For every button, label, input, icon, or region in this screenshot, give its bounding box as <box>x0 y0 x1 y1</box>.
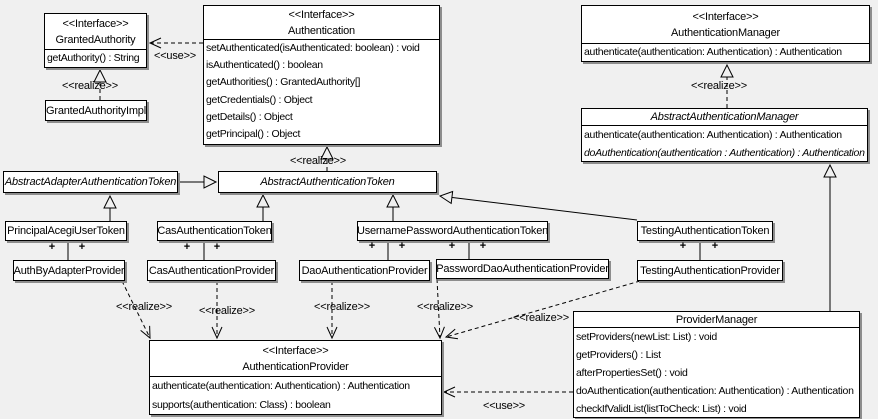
operations: authenticate(authentication: Authenticat… <box>582 44 869 61</box>
use-label: <<use>> <box>153 50 197 62</box>
operation: doAuthentication(authentication : Authen… <box>584 147 865 159</box>
class-name: GrantedAuthorityImpl <box>46 104 146 117</box>
class-dao-authentication-provider: DaoAuthenticationProvider <box>299 260 430 281</box>
operation: authenticate(authentication: Authenticat… <box>152 380 410 392</box>
operation: getCredentials() : Object <box>206 93 313 106</box>
class-name: Authentication <box>288 24 355 37</box>
operation: getProviders() : List <box>576 349 661 361</box>
class-testing-authentication-provider: TestingAuthenticationProvider <box>637 260 783 281</box>
operation: supports(authentication: Class) : boolea… <box>152 398 331 411</box>
class-name: AuthenticationProvider <box>242 360 349 373</box>
class-header: ProviderManager <box>574 312 859 328</box>
operation: afterPropertiesSet() : void <box>576 367 688 379</box>
plus-label: + <box>78 241 86 253</box>
class-abstract-authentication-token: AbstractAuthenticationToken <box>218 171 437 193</box>
plus-label: + <box>448 240 456 252</box>
class-header: AbstractAuthenticationManager <box>582 109 867 126</box>
realize-label: <<realize>> <box>199 305 255 317</box>
realize-label: <<realize>> <box>417 301 473 313</box>
class-name: PrincipalAcegiUserToken <box>7 225 125 237</box>
operation: checkIfValidList(listToCheck: List) : vo… <box>576 403 747 415</box>
operations: getAuthority() : String <box>45 50 146 67</box>
class-name: AbstractAdapterAuthenticationToken <box>4 176 177 188</box>
stereotype: <<Interface>> <box>288 8 355 21</box>
operation: setProviders(newList: List) : void <box>576 331 717 343</box>
class-username-password-authentication-token: UsernamePasswordAuthenticationToken <box>357 221 548 241</box>
operation: getAuthority() : String <box>47 52 140 64</box>
generalization-testing-token-to-abstract-token <box>438 190 638 221</box>
class-cas-authentication-token: CasAuthenticationToken <box>157 221 272 241</box>
plus-label: + <box>213 241 221 253</box>
stereotype: <<Interface>> <box>62 17 129 30</box>
class-name: GrantedAuthority <box>55 33 136 46</box>
plus-label: + <box>711 240 719 252</box>
operation: setAuthenticated(isAuthenticated: boolea… <box>206 42 420 54</box>
class-auth-by-adapter-provider: AuthByAdapterProvider <box>13 260 125 281</box>
realize-label: <<realize>> <box>314 301 370 313</box>
class-name: TestingAuthenticationProvider <box>640 264 780 277</box>
class-name: TestingAuthenticationToken <box>640 225 770 237</box>
class-name: DaoAuthenticationProvider <box>301 264 428 277</box>
plus-label: + <box>368 240 376 252</box>
use-label: <<use>> <box>482 400 526 412</box>
class-granted-authority-impl: GrantedAuthorityImpl <box>45 100 147 121</box>
plus-label: + <box>48 241 56 253</box>
class-abstract-adapter-authentication-token: AbstractAdapterAuthenticationToken <box>3 171 178 193</box>
operation: authenticate(authentication: Authenticat… <box>584 129 842 141</box>
operation: getDetails() : Object <box>206 110 293 123</box>
class-header: <<Interface>> AuthenticationProvider <box>150 341 441 377</box>
class-abstract-authentication-manager: AbstractAuthenticationManager authentica… <box>581 108 868 162</box>
operation: getPrincipal() : Object <box>206 127 301 140</box>
plus-label: + <box>479 240 487 252</box>
plus-label: + <box>398 240 406 252</box>
plus-label: + <box>183 241 191 253</box>
class-provider-manager: ProviderManager setProviders(newList: Li… <box>573 311 860 418</box>
operations: authenticate(authentication: Authenticat… <box>582 126 867 162</box>
stereotype: <<Interface>> <box>262 344 329 357</box>
realize-label: <<realize>> <box>691 80 747 92</box>
realize-label: <<realize>> <box>513 312 569 324</box>
stereotype: <<Interface>> <box>692 10 759 23</box>
class-name: PasswordDaoAuthenticationProvider <box>436 263 609 275</box>
operation: getAuthorities() : GrantedAuthority[] <box>206 76 361 89</box>
class-authentication: <<Interface>> Authentication setAuthenti… <box>203 5 440 145</box>
class-name: AuthenticationManager <box>671 26 780 39</box>
class-authentication-provider: <<Interface>> AuthenticationProvider aut… <box>149 340 442 415</box>
class-name: AbstractAuthenticationManager <box>650 111 799 123</box>
class-header: <<Interface>> Authentication <box>204 6 439 40</box>
operations: authenticate(authentication: Authenticat… <box>150 377 441 414</box>
class-name: AuthByAdapterProvider <box>13 264 125 277</box>
operations: setProviders(newList: List) : void getPr… <box>574 328 859 418</box>
class-header: <<Interface>> AuthenticationManager <box>582 6 869 44</box>
class-name: CasAuthenticationProvider <box>148 264 275 277</box>
realize-label: <<realize>> <box>116 301 172 313</box>
class-name: AbstractAuthenticationToken <box>260 176 395 188</box>
operation: isAuthenticated() : boolean <box>206 59 323 72</box>
class-header: <<Interface>> GrantedAuthority <box>45 14 146 50</box>
class-authentication-manager: <<Interface>> AuthenticationManager auth… <box>581 5 870 62</box>
realize-label: <<realize>> <box>62 80 118 92</box>
operation: doAuthentication(authentication: Authent… <box>576 385 854 397</box>
class-name: UsernamePasswordAuthenticationToken <box>356 225 549 237</box>
operations: setAuthenticated(isAuthenticated: boolea… <box>204 40 439 143</box>
class-cas-authentication-provider: CasAuthenticationProvider <box>147 260 276 281</box>
class-password-dao-authentication-provider: PasswordDaoAuthenticationProvider <box>436 259 609 279</box>
class-principal-acegi-user-token: PrincipalAcegiUserToken <box>5 221 127 241</box>
realize-label: <<realize>> <box>290 155 346 167</box>
class-name: CasAuthenticationToken <box>157 225 272 237</box>
class-granted-authority: <<Interface>> GrantedAuthority getAuthor… <box>44 13 147 68</box>
operation: authenticate(authentication: Authenticat… <box>584 46 842 58</box>
class-testing-authentication-token: TestingAuthenticationToken <box>637 221 773 241</box>
plus-label: + <box>679 240 687 252</box>
class-name: ProviderManager <box>675 313 758 326</box>
